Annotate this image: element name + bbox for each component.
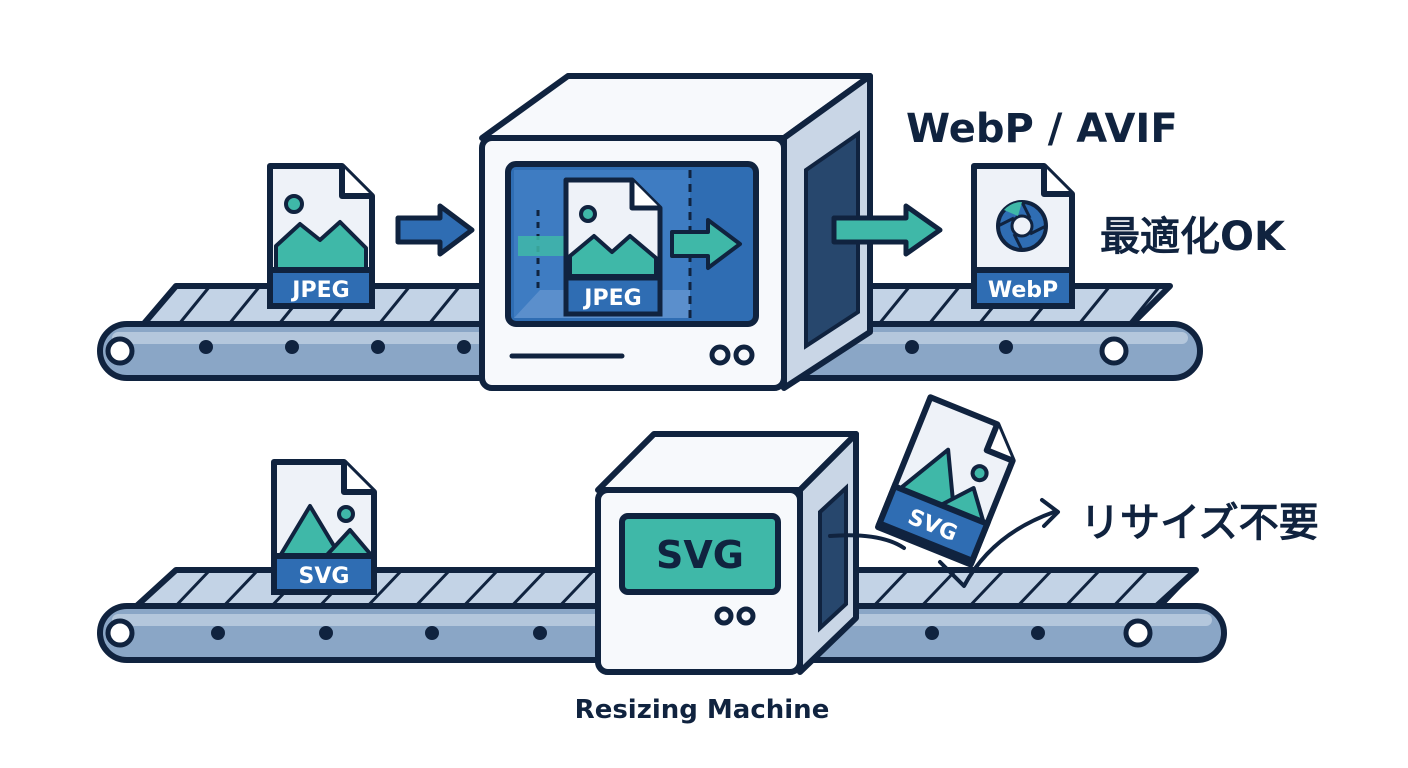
- top-processing-machine: JPEG: [479, 73, 873, 391]
- indicator-light-icon: [736, 606, 756, 626]
- sun-icon: [579, 205, 597, 223]
- sun-icon: [970, 464, 989, 483]
- bounce-arrow-icon: [938, 510, 1056, 588]
- jpeg-screen-tag: JPEG: [582, 286, 641, 311]
- sun-icon: [284, 194, 304, 214]
- jpeg-input-tag: JPEG: [290, 278, 349, 303]
- svg-input-file: SVG: [271, 459, 377, 595]
- webp-output-file: WebP: [971, 163, 1075, 309]
- arrow-right-icon: [670, 218, 742, 270]
- jpeg-input-file: JPEG: [267, 163, 375, 309]
- sun-icon: [337, 505, 355, 523]
- top-conveyor-belt: [97, 283, 1203, 381]
- svg-input-tag: SVG: [299, 564, 350, 589]
- machine-screen-text: SVG: [656, 533, 744, 577]
- optimized-label: 最適化OK: [1100, 214, 1287, 260]
- aperture-icon: [996, 200, 1048, 252]
- machine-caption: Resizing Machine: [575, 695, 830, 725]
- format-label: WebP / AVIF: [906, 106, 1178, 152]
- resizing-machine: SVG: [595, 431, 859, 675]
- arrow-right-icon: [395, 203, 475, 257]
- webp-output-tag: WebP: [988, 278, 1058, 303]
- no-resize-label: リサイズ不要: [1080, 500, 1319, 546]
- svg-flying-file: SVG: [875, 394, 1016, 568]
- arrow-right-icon: [831, 203, 943, 257]
- indicator-light-icon: [714, 606, 734, 626]
- indicator-light-icon: [733, 344, 755, 366]
- mountain-icon: [568, 234, 658, 278]
- trajectory-curve: [828, 533, 906, 550]
- indicator-light-icon: [709, 344, 731, 366]
- arrow-head-icon: [1040, 498, 1060, 528]
- mountain-icon: [274, 220, 368, 272]
